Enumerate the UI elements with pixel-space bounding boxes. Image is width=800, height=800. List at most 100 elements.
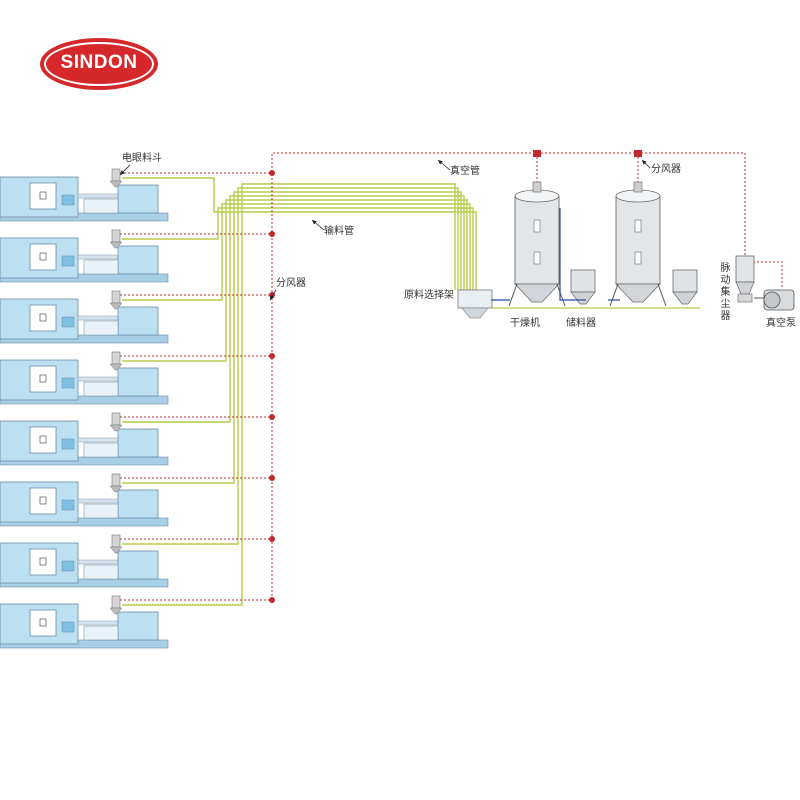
splitter-top-arrow-head (642, 160, 647, 165)
machine-motor (83, 198, 119, 214)
machine-barrel (77, 376, 119, 382)
machine-motor (83, 625, 119, 641)
feed-pipe-label: 输料管 (324, 226, 354, 237)
machine-panel (61, 316, 75, 328)
auto-loader-label: 电眼料斗 (122, 153, 162, 164)
machine-panel (61, 499, 75, 511)
splitter-node (269, 170, 275, 176)
hopper-cone (570, 291, 596, 305)
machine-injection-unit (117, 184, 159, 214)
machine-barrel (77, 620, 119, 626)
machine-window (29, 182, 57, 210)
machine-barrel (77, 437, 119, 443)
dryer-leg (556, 283, 566, 307)
auto-loader-icon (111, 168, 121, 182)
machine-barrel (77, 193, 119, 199)
feed-pipe-branch (122, 187, 459, 545)
dust-collector-base (737, 293, 753, 303)
hopper-body (672, 269, 698, 293)
loader-cone (109, 363, 123, 371)
dryer-cap (633, 181, 643, 193)
loader-cone (109, 424, 123, 432)
auto-loader-icon (111, 473, 121, 487)
machine-motor (83, 503, 119, 519)
feed-pipe-branch (122, 195, 465, 423)
dryer-2 (609, 181, 667, 307)
machine-window (29, 365, 57, 393)
machine-injection-unit (117, 489, 159, 519)
machine-window (29, 487, 57, 515)
auto-loader-icon (111, 412, 121, 426)
logo-text: SINDON (60, 52, 138, 73)
dryer-label: 干燥机 (510, 318, 540, 329)
feed-pipe-branch (122, 203, 471, 301)
hopper-label: 储料器 (566, 318, 596, 329)
auto-loader-arrow-head (120, 170, 125, 175)
injection-machine (0, 290, 169, 344)
vacuum-pump-fan (763, 291, 781, 309)
dryer-cone (615, 283, 661, 303)
injection-machine (0, 168, 169, 222)
loader-cone (109, 485, 123, 493)
machine-panel (61, 377, 75, 389)
machine-injection-unit (117, 611, 159, 641)
machine-window-mark (39, 557, 47, 566)
injection-machine (0, 412, 169, 466)
machine-motor (83, 564, 119, 580)
machine-window-mark (39, 435, 47, 444)
vacuum-pump-label: 真空泵 (766, 318, 796, 329)
splitter-left-arrow-head (270, 295, 275, 300)
machine-panel (61, 560, 75, 572)
splitter-valve-2 (634, 150, 642, 157)
equipment-group (457, 181, 795, 319)
dryer-leg (657, 283, 667, 307)
machine-motor (83, 320, 119, 336)
vacuum-pipe-lines (120, 150, 783, 603)
machine-window (29, 548, 57, 576)
selector-hopper (461, 307, 489, 319)
dryer-window-1 (634, 219, 642, 233)
machine-window-mark (39, 496, 47, 505)
loader-cone (109, 607, 123, 615)
dryer-leg (609, 283, 619, 307)
loader-cone (109, 180, 123, 188)
vacuum-main-header (271, 152, 746, 600)
loader-cone (109, 241, 123, 249)
dust-collector-body (735, 255, 755, 283)
feed-pipe-branch (122, 177, 477, 290)
feed-pipe-branch (122, 199, 468, 362)
machine-injection-unit (117, 367, 159, 397)
injection-machine (0, 351, 169, 405)
machine-motor (83, 381, 119, 397)
splitter-top-label: 分风器 (651, 164, 681, 175)
machine-motor (83, 442, 119, 458)
injection-machines (0, 168, 169, 649)
machine-window (29, 243, 57, 271)
label-arrows (119, 159, 651, 301)
injection-machine (0, 473, 169, 527)
auto-loader-icon (111, 534, 121, 548)
machine-panel (61, 621, 75, 633)
vacuum-pump (754, 289, 795, 311)
machine-window (29, 609, 57, 637)
dryer-cone (514, 283, 560, 303)
injection-machine (0, 229, 169, 283)
machine-panel (61, 255, 75, 267)
dryer-1 (508, 181, 566, 307)
machine-injection-unit (117, 245, 159, 275)
splitter-left-label: 分风器 (276, 278, 306, 289)
dryer-body (615, 195, 661, 285)
dust-collector (735, 255, 755, 303)
injection-machine (0, 595, 169, 649)
machine-panel (61, 438, 75, 450)
dryer-window-1 (533, 219, 541, 233)
dryer-leg (508, 283, 518, 307)
machine-injection-unit (117, 306, 159, 336)
machine-window-mark (39, 374, 47, 383)
sindon-logo: SINDON (40, 38, 158, 90)
splitter-node (269, 414, 275, 420)
feed-pipe-branch (122, 183, 456, 606)
feed-pipe-branch (122, 207, 474, 290)
auto-loader-icon (111, 351, 121, 365)
